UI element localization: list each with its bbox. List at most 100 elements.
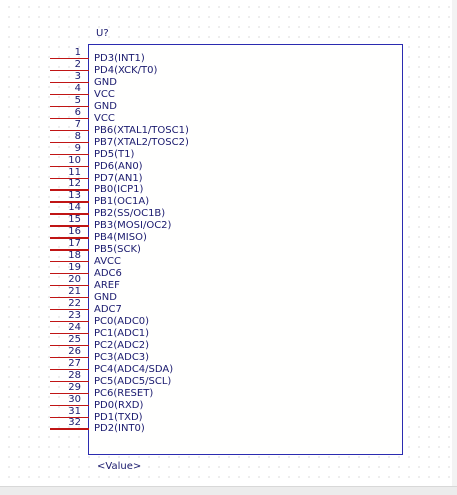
component-value-label[interactable]: <Value>: [97, 461, 142, 472]
pin-number: 7: [74, 118, 81, 130]
pin-name: PD7(AN1): [94, 172, 143, 184]
pin-number: 24: [68, 321, 81, 333]
pin-line: [50, 237, 89, 239]
pin-name: GND: [94, 100, 117, 112]
pin-name: PB5(SCK): [94, 244, 141, 256]
pin-line: [50, 416, 89, 418]
pin-name: PD2(INT0): [94, 423, 145, 435]
pin-line: [50, 117, 89, 120]
pin-line: [50, 105, 89, 108]
pin-number: 27: [68, 357, 81, 369]
pin-name: PB0(ICP1): [94, 184, 144, 196]
pin-number: 10: [68, 154, 81, 166]
pin-name: PB7(XTAL2/TOSC2): [94, 136, 189, 148]
pin-name: PC2(ADC2): [94, 339, 150, 351]
pin-name: GND: [94, 292, 117, 303]
pin-number: 26: [68, 345, 81, 357]
pin-name: ADC6: [94, 268, 122, 280]
pin-name: PB6(XTAL1/TOSC1): [94, 124, 189, 136]
component-body[interactable]: [88, 44, 403, 455]
pin-number: 13: [68, 190, 81, 202]
pin-name: ADC7: [94, 303, 122, 315]
pin-number: 32: [68, 417, 81, 429]
pin-line: [50, 177, 89, 179]
pin-name: PC1(ADC1): [94, 327, 150, 339]
pin-line: [50, 153, 89, 155]
pin-line: [50, 344, 89, 347]
pin-number: 29: [68, 381, 81, 393]
pin-line: [50, 213, 89, 215]
pin-number: 25: [68, 333, 81, 345]
pin-line: [50, 285, 89, 287]
scrollbar-vertical[interactable]: [452, 0, 457, 486]
pin-line: [50, 428, 89, 430]
pin-name: VCC: [94, 88, 115, 100]
pin-name: PC5(ADC5/SCL): [94, 375, 172, 387]
pin-number: 17: [68, 238, 81, 250]
pin-line: [50, 380, 89, 382]
pin-name: PB3(MOSI/OC2): [94, 220, 172, 232]
pin-number: 3: [74, 70, 81, 82]
pin-line: [50, 308, 89, 311]
pin-line: [50, 249, 89, 251]
pin-line: [50, 368, 89, 371]
pin-number: 23: [68, 309, 81, 321]
pin-line: [50, 273, 89, 275]
pin-name: PC6(RESET): [94, 387, 154, 399]
pin-name: PC3(ADC3): [94, 351, 150, 363]
pin-number: 18: [68, 250, 81, 262]
pin-number: 22: [68, 297, 81, 309]
pin-line: [50, 189, 89, 191]
pin-number: 5: [74, 94, 81, 106]
pin-number: 6: [74, 106, 81, 118]
pin-line: [50, 141, 89, 143]
pin-line: [50, 356, 89, 359]
pin-name: AREF: [94, 280, 120, 291]
pin-number: 20: [68, 274, 81, 285]
pin-name: PD0(RXD): [94, 399, 144, 411]
pin-number: 28: [68, 369, 81, 381]
pin-name: PD5(T1): [94, 148, 135, 160]
pin-number: 31: [68, 405, 81, 417]
pin-line: [50, 129, 89, 132]
pin-line: [50, 261, 89, 263]
pin-number: 8: [74, 130, 81, 142]
pin-name: PB2(SS/OC1B): [94, 208, 166, 220]
component-ref-designator[interactable]: U?: [96, 28, 109, 39]
pin-line: [50, 332, 89, 335]
scrollbar-horizontal[interactable]: [0, 486, 457, 495]
